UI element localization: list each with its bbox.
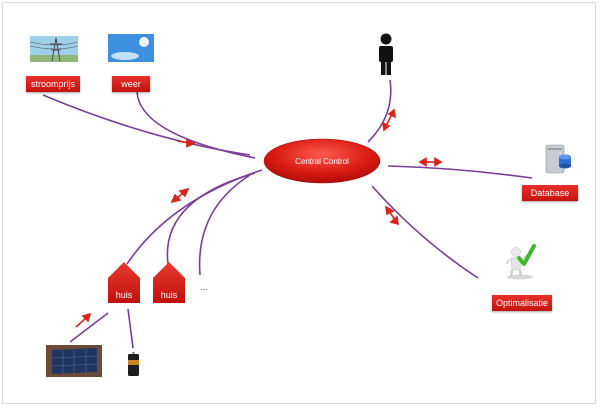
huis-1-label: huis	[115, 290, 133, 300]
arrow-solar-to-huis	[75, 312, 92, 328]
stroomprijs-label: stroomprijs	[26, 76, 80, 92]
house-1	[108, 262, 140, 303]
weer-label: weer	[112, 76, 150, 92]
more-houses-ellipsis: ...	[200, 282, 208, 292]
connector-huis2	[166, 172, 256, 265]
connector-weer	[136, 91, 256, 159]
arrow-weer-to-center	[176, 138, 196, 148]
connector-huis1	[126, 169, 263, 265]
database-label: Database	[522, 185, 578, 201]
solar-panel-icon	[46, 345, 102, 377]
optimalisatie-label: Optimalisatie	[492, 295, 552, 311]
connector-database	[387, 165, 533, 179]
diagram-frame	[2, 2, 596, 404]
connector-solar	[69, 312, 109, 343]
arrow-huis-bidirectional	[170, 187, 190, 204]
connector-more	[198, 174, 251, 276]
connector-battery	[127, 308, 134, 349]
database-server-icon	[545, 144, 571, 174]
checkmark-figure-icon	[505, 244, 536, 280]
house-2	[153, 262, 185, 303]
central-control-node	[263, 138, 381, 184]
sky-icon	[108, 34, 154, 62]
battery-icon	[128, 352, 139, 376]
connector-person	[367, 79, 392, 143]
arrow-optimalisatie-bidirectional	[384, 205, 399, 226]
person-icon	[379, 33, 393, 75]
connector-optimalisatie	[371, 185, 479, 279]
power-lines-icon	[29, 36, 79, 62]
arrow-person-bidirectional	[381, 108, 397, 132]
flow-arrows	[75, 108, 443, 328]
connector-lines	[42, 79, 533, 349]
huis-2-label: huis	[160, 290, 178, 300]
central-control-label: Central Control	[295, 157, 349, 166]
arrow-database-bidirectional	[418, 157, 443, 167]
connector-stroomprijs	[42, 94, 251, 156]
